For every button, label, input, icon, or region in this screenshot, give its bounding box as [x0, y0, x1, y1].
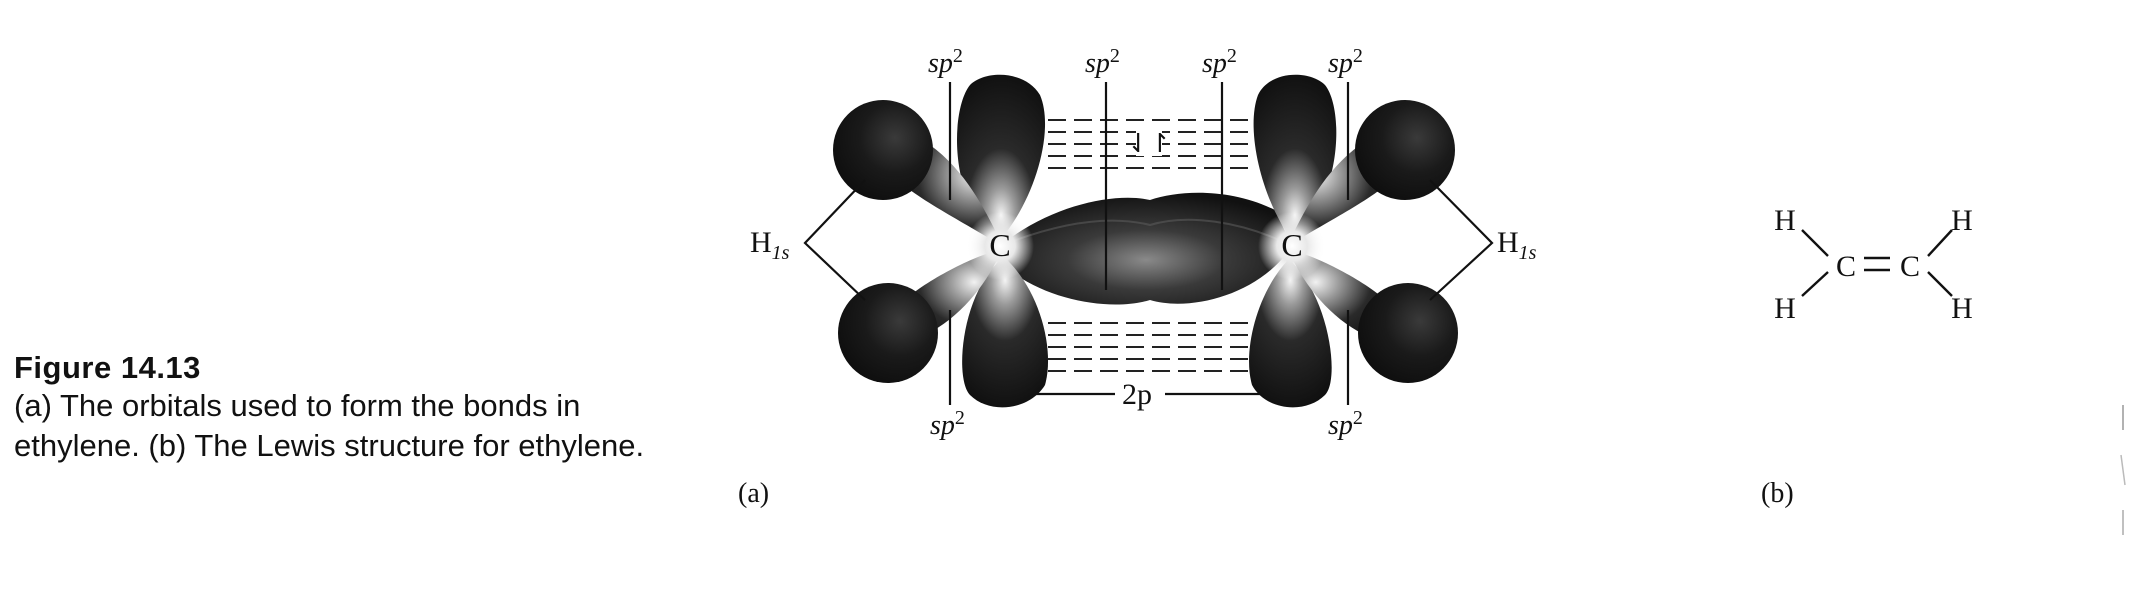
- right-carbon-orbitals: [1249, 74, 1458, 408]
- left-carbon-orbitals: [833, 74, 1049, 408]
- lewis-h-top-right: H: [1951, 204, 1973, 237]
- carbon-label-left: C: [989, 227, 1010, 263]
- sigma-bond-lobes: [999, 192, 1293, 305]
- carbon-label-right: C: [1281, 227, 1302, 263]
- figure-description: (a) The orbitals used to form the bonds …: [14, 388, 645, 463]
- panel-a-label: (a): [738, 478, 770, 509]
- h1s-label-right: H1s: [1497, 226, 1537, 264]
- lewis-h-bottom-left: H: [1774, 292, 1796, 325]
- h1s-brackets: [803, 179, 1494, 301]
- lewis-bonds: [1801, 229, 1953, 297]
- sp2-label-top-1: sp2: [928, 45, 963, 79]
- pi-bond-bottom-dashes: [1048, 322, 1250, 372]
- sp2-label-top-2: sp2: [1085, 45, 1120, 79]
- electron-pair-arrows: ⇃↾: [1127, 129, 1171, 158]
- lewis-c-right: C: [1900, 250, 1920, 283]
- lewis-h-bottom-right: H: [1951, 292, 1973, 325]
- figure-title: Figure 14.13: [14, 350, 201, 385]
- sp2-label-bottom-2: sp2: [1328, 407, 1363, 441]
- lewis-h-top-left: H: [1774, 204, 1796, 237]
- sp2-leader-lines: [948, 82, 1350, 405]
- 2p-label: 2p: [1122, 378, 1152, 411]
- sp2-label-top-3: sp2: [1202, 45, 1237, 79]
- panel-b-label: (b): [1761, 478, 1794, 509]
- electron-pair-box: [1136, 128, 1162, 156]
- sp2-label-bottom-1: sp2: [930, 407, 965, 441]
- figure-caption: Figure 14.13 (a) The orbitals used to fo…: [14, 350, 654, 466]
- lewis-c-left: C: [1836, 250, 1856, 283]
- margin-marks: [2120, 405, 2126, 535]
- sp2-label-top-4: sp2: [1328, 45, 1363, 79]
- pi-bond-top-dashes: [1048, 119, 1250, 169]
- h1s-label-left: H1s: [750, 226, 790, 264]
